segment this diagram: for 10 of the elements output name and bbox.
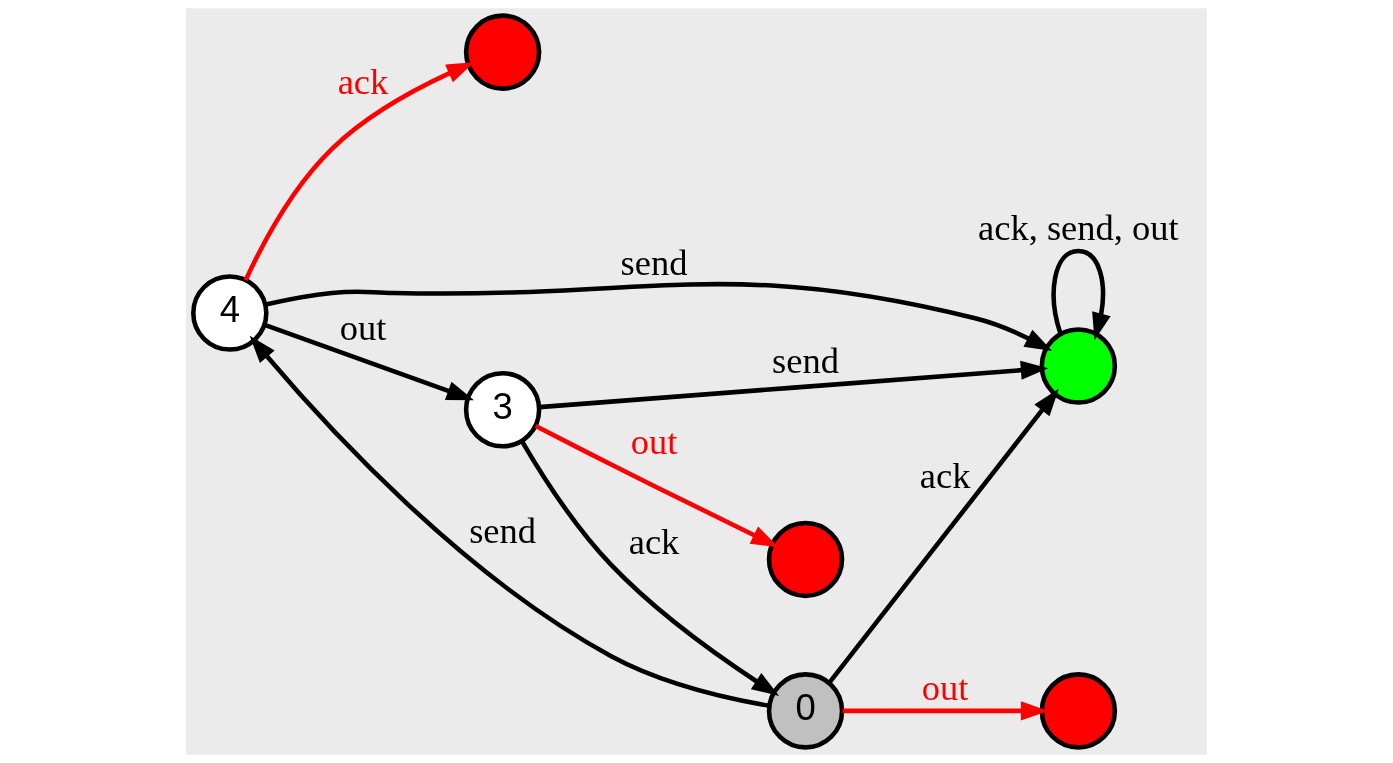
edge-label: out <box>921 666 969 708</box>
edge-label: send <box>772 340 839 382</box>
edge-label: out <box>339 307 387 349</box>
edge-label: ack, send, out <box>978 207 1179 249</box>
edge-label: out <box>630 420 678 462</box>
edge-label: send <box>469 510 537 551</box>
edge-label: ack <box>337 61 389 103</box>
edge-label: ack <box>628 520 680 562</box>
edge-label: send <box>620 241 688 283</box>
edge-label: ack <box>919 455 971 497</box>
